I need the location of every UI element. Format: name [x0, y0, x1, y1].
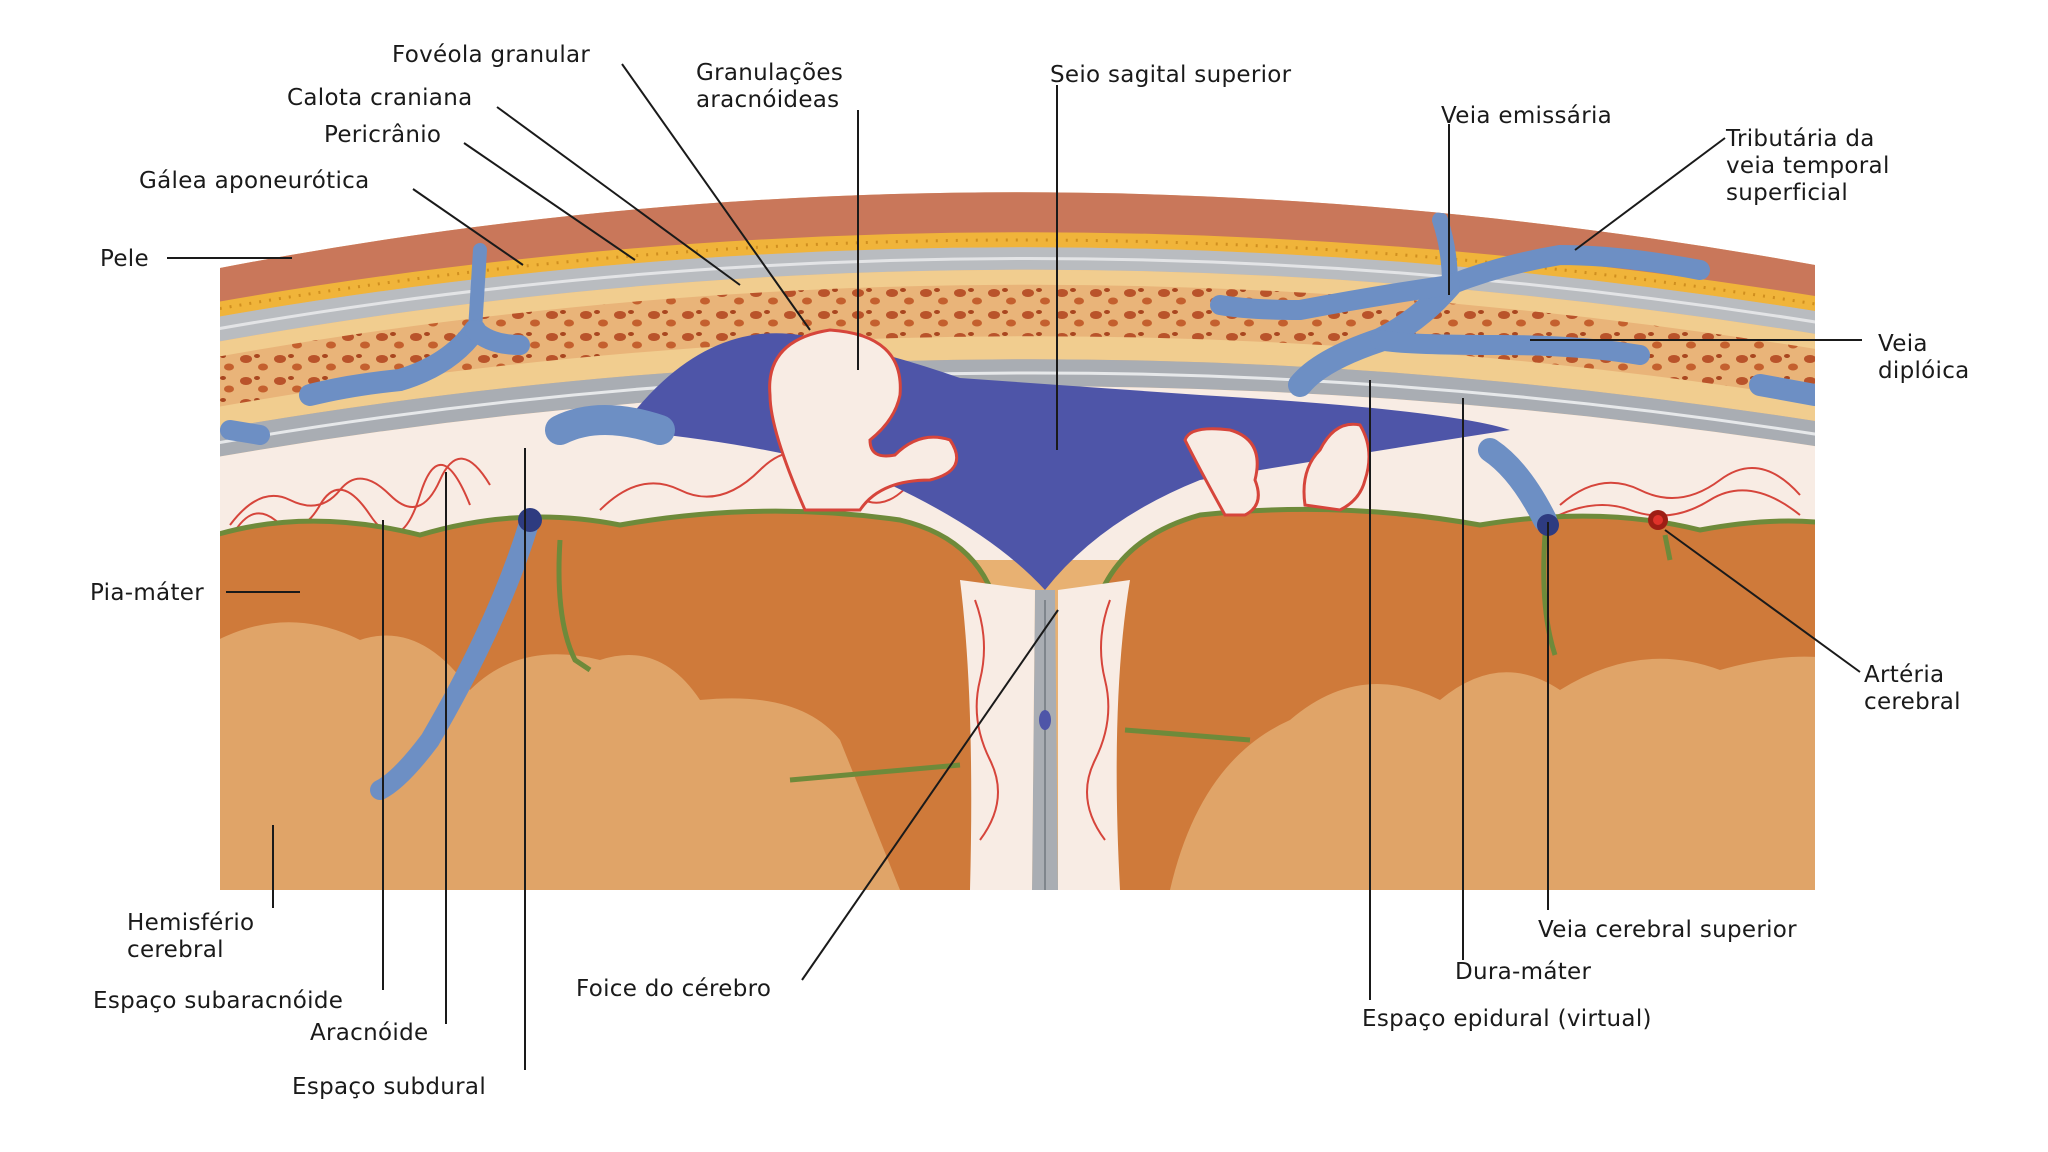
label-pele: Pele: [100, 246, 149, 272]
labels: Fovéola granular Calota craniana Pericrâ…: [90, 42, 1970, 1100]
label-veia-emissaria: Veia emissária: [1441, 103, 1612, 129]
pericranium-layer: [220, 247, 1815, 345]
arachnoid-granulations: [768, 328, 1371, 517]
anatomical-section: [220, 192, 1815, 890]
calvaria-inner-table: [220, 336, 1815, 432]
label-calota-craniana: Calota craniana: [287, 85, 472, 111]
label-arteria-line1: Artéria: [1864, 662, 1944, 688]
galea-layer: [220, 232, 1815, 320]
veins: [220, 212, 1815, 800]
leader-lines: [167, 63, 1862, 1070]
label-foice-cerebro: Foice do cérebro: [576, 976, 771, 1002]
label-espaco-epidural: Espaço epidural (virtual): [1362, 1006, 1652, 1032]
label-veia-diploica-line2: diplóica: [1878, 358, 1970, 384]
label-pia-mater: Pia-máter: [90, 580, 204, 606]
label-tributaria-line3: superficial: [1726, 180, 1848, 206]
left-white-matter: [220, 622, 900, 890]
label-foveola-granular: Fovéola granular: [392, 42, 590, 68]
skin-layer: [220, 192, 1815, 310]
right-white-matter: [1170, 656, 1815, 890]
label-granulacoes-line2: aracnóideas: [696, 87, 839, 113]
label-veia-cerebral-superior: Veia cerebral superior: [1538, 917, 1797, 943]
label-veia-diploica-line1: Veia: [1878, 331, 1928, 357]
dura-mater-layer: [220, 359, 1815, 460]
label-aracnoide: Aracnóide: [310, 1020, 428, 1046]
label-tributaria-line2: veia temporal: [1726, 153, 1890, 179]
label-espaco-subdural: Espaço subdural: [292, 1074, 486, 1100]
label-hemisferio-line1: Hemisfério: [127, 910, 254, 936]
label-hemisferio-line2: cerebral: [127, 937, 224, 963]
label-dura-mater: Dura-máter: [1455, 959, 1592, 985]
label-galea-aponeurotica: Gálea aponeurótica: [139, 168, 370, 194]
label-espaco-subaracnoide: Espaço subaracnóide: [93, 988, 343, 1014]
label-arteria-line2: cerebral: [1864, 689, 1961, 715]
label-pericranio: Pericrânio: [324, 122, 441, 148]
label-seio-sagital: Seio sagital superior: [1050, 62, 1292, 88]
label-granulacoes-line1: Granulações: [696, 60, 843, 86]
label-tributaria-line1: Tributária da: [1725, 126, 1875, 152]
